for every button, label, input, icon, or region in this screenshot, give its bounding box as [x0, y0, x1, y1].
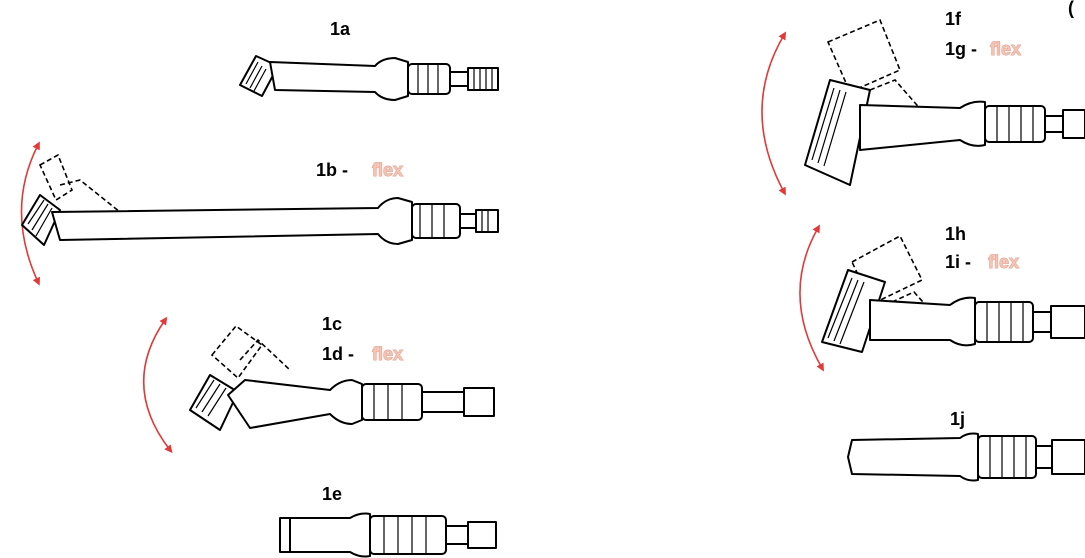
label-1j: 1j: [950, 409, 965, 429]
torch-1a: 1a: [239, 19, 499, 101]
label-1g: 1g -: [945, 39, 977, 59]
label-1d-flex: flex: [372, 344, 403, 364]
torch-1c-1d: 1c 1d - flex: [142, 314, 495, 454]
label-1b-flex: flex: [372, 160, 403, 180]
label-1i-flex: flex: [988, 252, 1019, 272]
corner-mark: (: [1068, 0, 1074, 18]
label-1g-flex: flex: [990, 39, 1021, 59]
label-1e: 1e: [322, 484, 342, 504]
label-1h: 1h: [945, 224, 966, 244]
label-1a: 1a: [330, 19, 351, 39]
label-1c: 1c: [322, 314, 342, 334]
label-1f: 1f: [945, 9, 962, 29]
label-1i: 1i -: [945, 252, 971, 272]
torch-1b: 1b - flex: [20, 141, 499, 286]
torch-1h-1i: 1h 1i - flex: [799, 224, 1085, 372]
torch-1e: 1e: [279, 484, 497, 558]
label-1b: 1b -: [316, 160, 348, 180]
label-1d: 1d -: [322, 344, 354, 364]
torch-1j: 1j: [847, 409, 1085, 482]
torch-1f-1g: 1f 1g - flex (: [761, 0, 1085, 196]
